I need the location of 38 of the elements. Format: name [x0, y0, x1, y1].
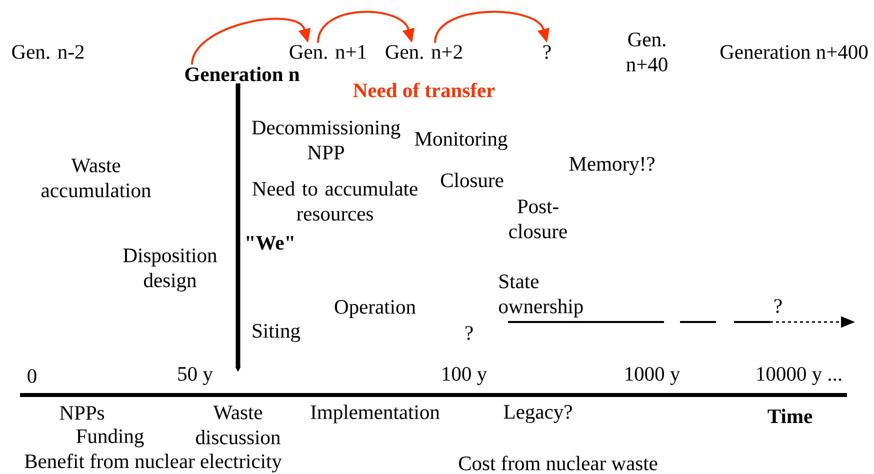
generation-label: Gen. n+2 — [386, 45, 462, 59]
text-label: "We" — [246, 236, 294, 250]
text-label: 10000 y ... — [757, 366, 842, 386]
text-label: Implementation — [310, 404, 440, 424]
text-label: Need to accumulate resources — [252, 181, 418, 221]
text-label: State ownership — [499, 274, 583, 318]
text-label: ? — [774, 299, 782, 313]
generation-label: ? — [544, 45, 551, 59]
text-label: Decommissioning NPP — [252, 120, 400, 160]
text-label: ? — [466, 326, 473, 340]
text-label: 100 y — [442, 366, 487, 386]
text-label: Monitoring — [414, 132, 508, 150]
text-label: 50 y — [178, 366, 213, 386]
generation-label: Generation n — [185, 66, 300, 82]
text-label: Cost from nuclear waste — [458, 456, 658, 470]
text-label: Waste discussion — [196, 406, 280, 444]
text-label: Operation — [334, 300, 416, 318]
note-text: Need of transfer — [353, 82, 495, 98]
text-label: Generation n+400 — [720, 45, 868, 59]
generation-label: Gen. n+1 — [290, 45, 366, 59]
text-label: Legacy? — [504, 405, 572, 423]
text-label: 0 — [28, 369, 36, 383]
text-label: Post- closure — [509, 200, 567, 238]
text-label: Gen. n+40 — [626, 32, 668, 72]
text-label: Disposition design — [123, 248, 217, 292]
text-label: 1000 y — [626, 366, 680, 386]
text-label: Waste accumulation — [42, 158, 151, 198]
text-label: Benefit from nuclear electricity — [24, 454, 282, 472]
text-label: Gen. n-2 — [12, 45, 84, 59]
text-label: Funding — [76, 428, 144, 448]
transfer-arrow — [434, 10, 550, 44]
transfer-arrow — [191, 18, 311, 65]
text-label: Memory!? — [569, 157, 654, 175]
text-label: Closure — [440, 172, 504, 188]
text-label: Time — [768, 408, 812, 424]
transfer-arrow — [317, 10, 415, 44]
text-label: Siting — [252, 324, 300, 342]
text-label: NPPs — [60, 406, 104, 420]
